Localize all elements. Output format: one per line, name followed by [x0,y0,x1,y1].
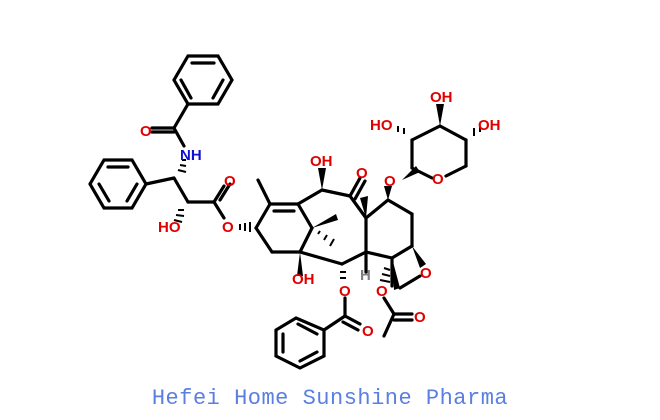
c4-oxygen-label: O [376,283,388,300]
c9-ketone-oxygen-label: O [356,165,368,182]
oxetane-oxygen-label: O [420,265,432,282]
c2-oxygen-label: O [339,283,351,300]
sugar-left-hydroxyl-label: HO [370,117,393,134]
acetate-carbonyl-oxygen-label: O [414,309,426,326]
c10-hydroxyl-label: OH [310,153,333,170]
c3-hydrogen-label: H [360,267,371,284]
c1-hydroxyl-label: OH [292,271,315,288]
ester-carbonyl-oxygen-label: O [224,173,236,190]
amide-oxygen-label: O [140,123,152,140]
company-watermark-caption: Hefei Home Sunshine Pharma [151,386,509,411]
top-phenyl-ring [172,54,234,106]
sugar-top-hydroxyl-label: OH [430,89,453,106]
sugar-right-hydroxyl-label: OH [478,117,501,134]
ester-oxygen-label: O [222,219,234,236]
c7-oxygen-label: O [384,173,396,190]
amide-nh-label: NH [180,147,202,164]
side-phenyl-ring [88,158,148,210]
benzoate-carbonyl-oxygen-label: O [362,323,374,340]
side-chain-hydroxyl-label: HO [158,219,181,236]
sugar-ring-oxygen-label: O [432,171,444,188]
benzoate-phenyl-ring [274,316,326,370]
